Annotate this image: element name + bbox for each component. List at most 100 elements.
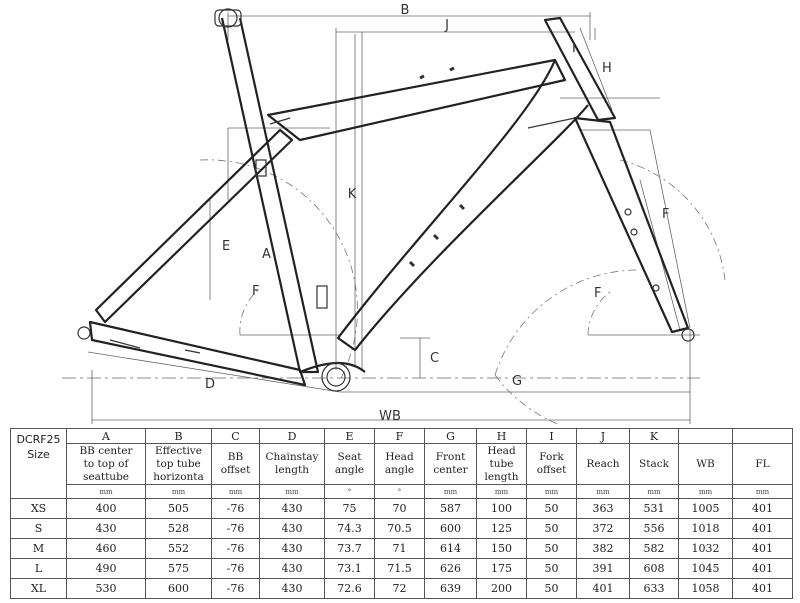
label-J: J — [444, 18, 449, 33]
value-cell: 73.1 — [324, 558, 375, 579]
value-cell: 575 — [145, 558, 212, 579]
value-cell: 50 — [526, 558, 577, 579]
value-cell: 150 — [476, 538, 527, 559]
value-cell: 600 — [145, 578, 212, 599]
column-unit: mm — [678, 484, 733, 499]
value-cell: 430 — [66, 518, 146, 539]
column-unit: mm — [732, 484, 793, 499]
column-unit: mm — [259, 484, 325, 499]
size-cell: L — [10, 558, 67, 579]
geometry-arcs — [199, 159, 726, 425]
size-label: Size — [27, 448, 50, 461]
label-E: E — [222, 239, 230, 254]
value-cell: 72 — [374, 578, 425, 599]
value-cell: 430 — [259, 558, 325, 579]
model-name: DCRF25 — [16, 433, 61, 446]
size-cell: XS — [10, 498, 67, 519]
construction-lines — [62, 12, 700, 424]
model-cell: DCRF25 Size — [10, 428, 67, 499]
value-cell: 382 — [576, 538, 630, 559]
column-unit: mm — [211, 484, 260, 499]
value-cell: 75 — [324, 498, 375, 519]
column-header-line: FL — [755, 457, 770, 470]
column-letter — [732, 428, 793, 444]
column-unit: ° — [374, 484, 425, 499]
label-D: D — [205, 377, 215, 392]
value-cell: 200 — [476, 578, 527, 599]
column-header-line: top tube — [156, 457, 201, 470]
value-cell: 626 — [424, 558, 477, 579]
value-cell: 582 — [629, 538, 679, 559]
value-cell: 614 — [424, 538, 477, 559]
dimension-labels: B J H K A F F E I F C D G WB — [205, 3, 669, 424]
value-cell: 552 — [145, 538, 212, 559]
column-header-line: length — [484, 470, 519, 483]
value-cell: 175 — [476, 558, 527, 579]
value-cell: 633 — [629, 578, 679, 599]
column-header-line: Fork — [539, 451, 564, 463]
column-header-line: horizonta — [153, 470, 204, 483]
value-cell: 531 — [629, 498, 679, 519]
value-cell: 1045 — [678, 558, 733, 579]
value-cell: -76 — [211, 578, 260, 599]
value-cell: 50 — [526, 538, 577, 559]
size-cell: M — [10, 538, 67, 559]
column-header-line: to top of — [83, 457, 129, 470]
column-header-line: Head — [487, 444, 516, 457]
value-cell: -76 — [211, 518, 260, 539]
value-cell: 1018 — [678, 518, 733, 539]
value-cell: 400 — [66, 498, 146, 519]
value-cell: 372 — [576, 518, 630, 539]
label-F-left: F — [252, 284, 259, 299]
column-letter: G — [424, 428, 477, 444]
frame-tubes — [88, 16, 690, 387]
label-WB: WB — [379, 409, 401, 424]
column-letter: C — [211, 428, 260, 444]
value-cell: -76 — [211, 538, 260, 559]
value-cell: 401 — [576, 578, 630, 599]
column-header-line: BB — [227, 451, 244, 463]
column-letter: H — [476, 428, 527, 444]
column-letter: K — [629, 428, 679, 444]
value-cell: 1032 — [678, 538, 733, 559]
value-cell: 528 — [145, 518, 212, 539]
value-cell: 50 — [526, 578, 577, 599]
value-cell: 530 — [66, 578, 146, 599]
column-header: Stack — [629, 443, 679, 485]
column-header-line: Front — [435, 451, 466, 463]
label-H: H — [602, 61, 612, 76]
value-cell: 74.3 — [324, 518, 375, 539]
column-header-line: Chainstay — [265, 451, 319, 463]
label-F-right: F — [594, 286, 601, 301]
column-unit: mm — [526, 484, 577, 499]
column-header-line: Stack — [639, 457, 669, 470]
column-header-line: seattube — [83, 470, 129, 483]
value-cell: 50 — [526, 498, 577, 519]
column-header-line: Seat — [337, 451, 362, 463]
label-G: G — [512, 374, 522, 389]
frame-details — [77, 8, 695, 392]
label-FL: F — [662, 207, 669, 222]
column-header-line: WB — [696, 457, 715, 470]
label-I: I — [572, 41, 576, 56]
value-cell: 125 — [476, 518, 527, 539]
column-unit: mm — [66, 484, 146, 499]
column-header-line: offset — [220, 464, 251, 476]
column-header: FL — [732, 443, 793, 485]
column-header-line: offset — [536, 464, 567, 476]
value-cell: 401 — [732, 518, 793, 539]
label-K: K — [348, 187, 357, 202]
